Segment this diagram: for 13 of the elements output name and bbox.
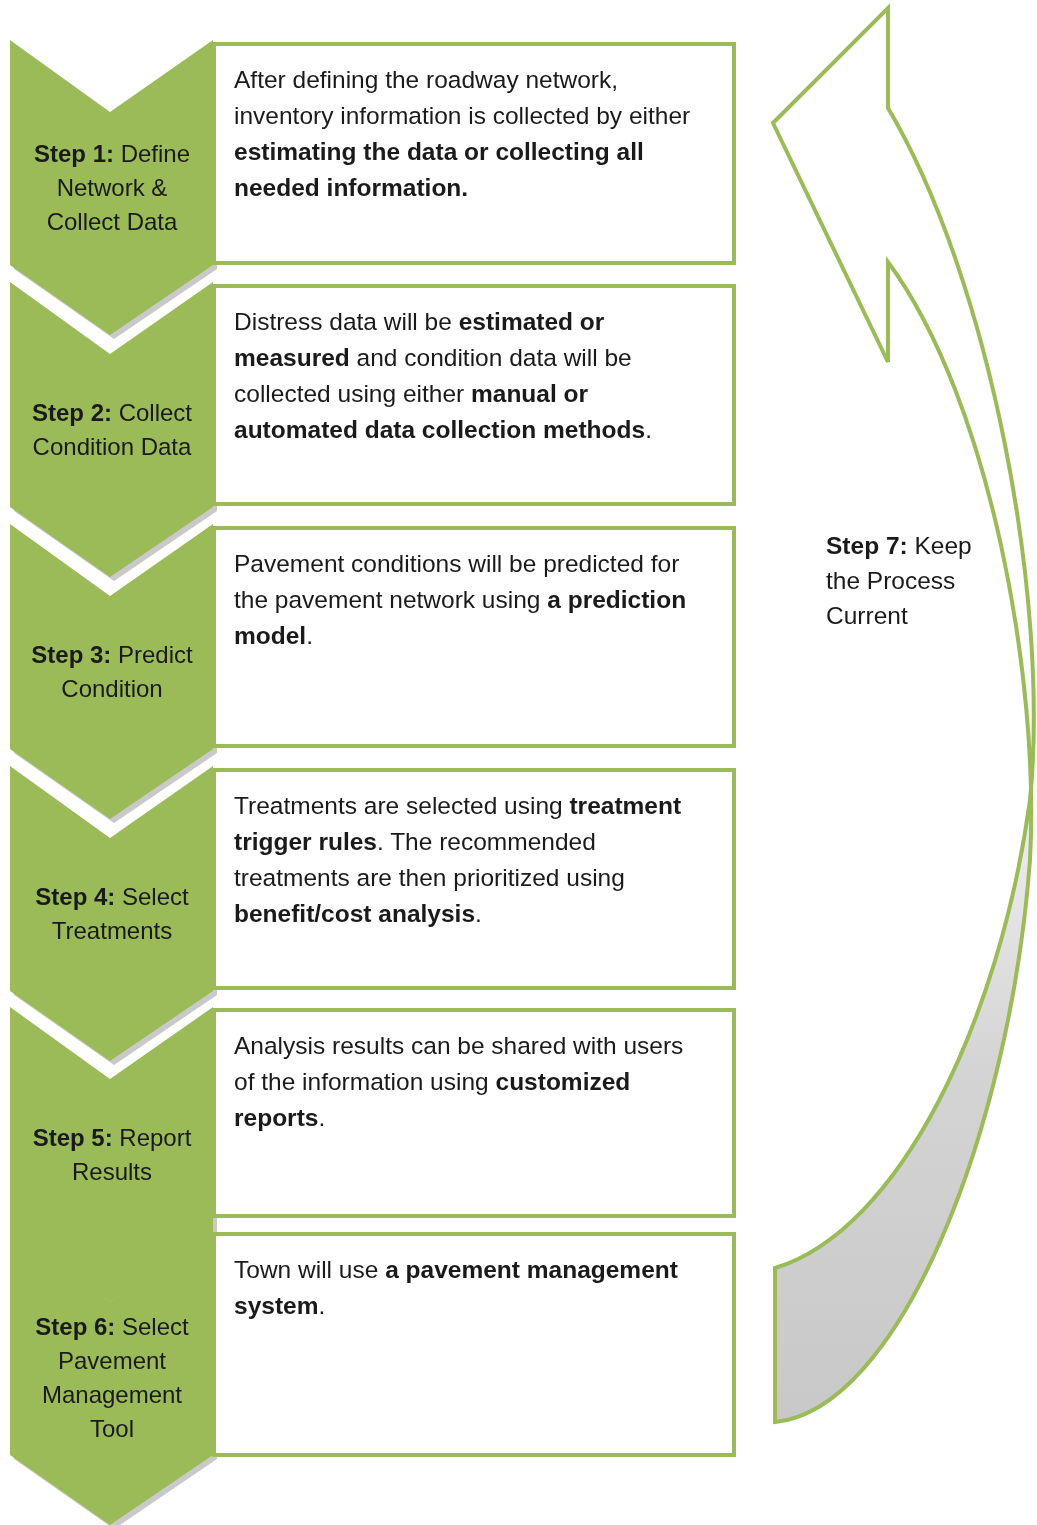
step-label: Step 7: Keep the Process Current <box>826 531 973 631</box>
description-box <box>212 526 736 748</box>
description-box <box>212 1232 736 1457</box>
description-text: Town will use a pavement management system. <box>234 1255 679 1321</box>
description-text: After defining the roadway network, inventory information is collected by either estimating the data or collecting all needed information. <box>234 65 692 203</box>
description-box <box>212 768 736 990</box>
description-box <box>212 42 736 265</box>
description-text: Treatments are selected using treatment trigger rules. The recommended treatments are then prioritized using benefit/cost analysis. <box>234 791 683 929</box>
description-box <box>212 284 736 506</box>
description-text: Analysis results can be shared with users of the information using customized reports. <box>234 1031 685 1133</box>
description-text: Distress data will be estimated or measured and condition data will be collected using either manual or automated data collection methods. <box>234 307 653 445</box>
description-box <box>212 1008 736 1218</box>
description-text: Pavement conditions will be predicted for the pavement network using a prediction model. <box>234 549 688 651</box>
